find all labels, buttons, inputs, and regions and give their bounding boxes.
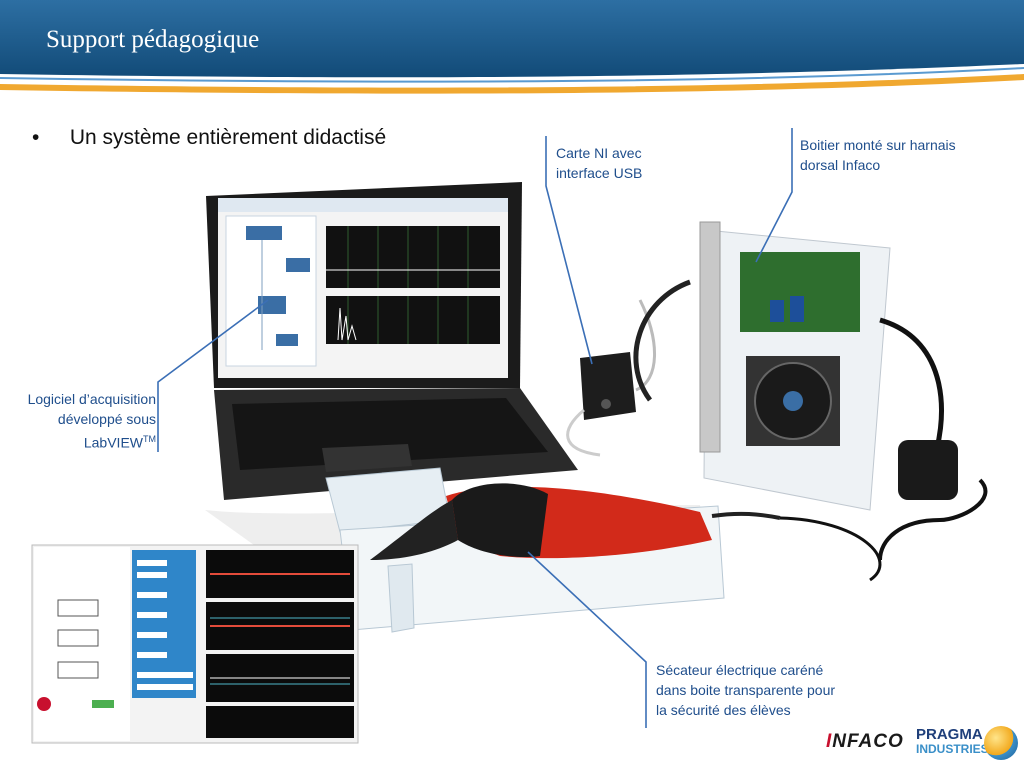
annotation-carte-ni-line2: interface USB xyxy=(556,165,643,181)
annotation-secateur-line2: dans boite transparente pour xyxy=(656,682,836,698)
slide-title: Support pédagogique xyxy=(46,26,260,53)
software-screenshot xyxy=(31,544,359,744)
laptop xyxy=(206,182,578,500)
annotation-carte-ni: Carte NI avec interface USB xyxy=(556,143,642,183)
annotation-boitier-line2: dorsal Infaco xyxy=(800,157,881,173)
trademark-symbol: TM xyxy=(143,434,156,444)
infaco-logo-text: NFACO xyxy=(832,731,904,752)
bullet-text: Un système entièrement didactisé xyxy=(69,126,387,149)
secateur-assembly xyxy=(325,467,882,633)
bullet-item: • Un système entièrement didactisé xyxy=(32,126,386,150)
infaco-logo-initial: I xyxy=(826,731,833,752)
leader-lines xyxy=(157,128,793,728)
pragma-logo: PRAGMA INDUSTRIES xyxy=(916,726,989,756)
annotation-secateur: Sécateur électrique caréné dans boite tr… xyxy=(656,660,835,720)
annotation-logiciel-line2: développé sous xyxy=(57,411,156,427)
harness-box xyxy=(633,221,988,561)
labview-text: LabVIEW xyxy=(83,434,143,451)
annotation-secateur-line3: la sécurité des élèves xyxy=(656,702,791,718)
annotation-boitier: Boitier monté sur harnais dorsal Infaco xyxy=(800,135,956,175)
ni-usb-box xyxy=(566,299,656,457)
pragma-logo-subtext: INDUSTRIES xyxy=(916,742,989,756)
slide-header: Support pédagogique xyxy=(0,0,1024,96)
annotation-boitier-line1: Boitier monté sur harnais xyxy=(800,137,956,153)
annotation-carte-ni-line1: Carte NI avec xyxy=(556,145,642,161)
header-wave xyxy=(0,0,1024,94)
pragma-globe-icon xyxy=(984,726,1018,760)
pragma-logo-text: PRAGMA xyxy=(916,726,983,743)
annotation-logiciel-line3: LabVIEWTM xyxy=(28,429,156,453)
annotation-logiciel: Logiciel d’acquisition développé sous La… xyxy=(28,389,156,453)
infaco-logo: INFACO xyxy=(826,731,904,753)
annotation-logiciel-line1: Logiciel d’acquisition xyxy=(27,391,156,407)
annotation-secateur-line1: Sécateur électrique caréné xyxy=(656,662,824,678)
bullet-dot: • xyxy=(32,126,40,149)
